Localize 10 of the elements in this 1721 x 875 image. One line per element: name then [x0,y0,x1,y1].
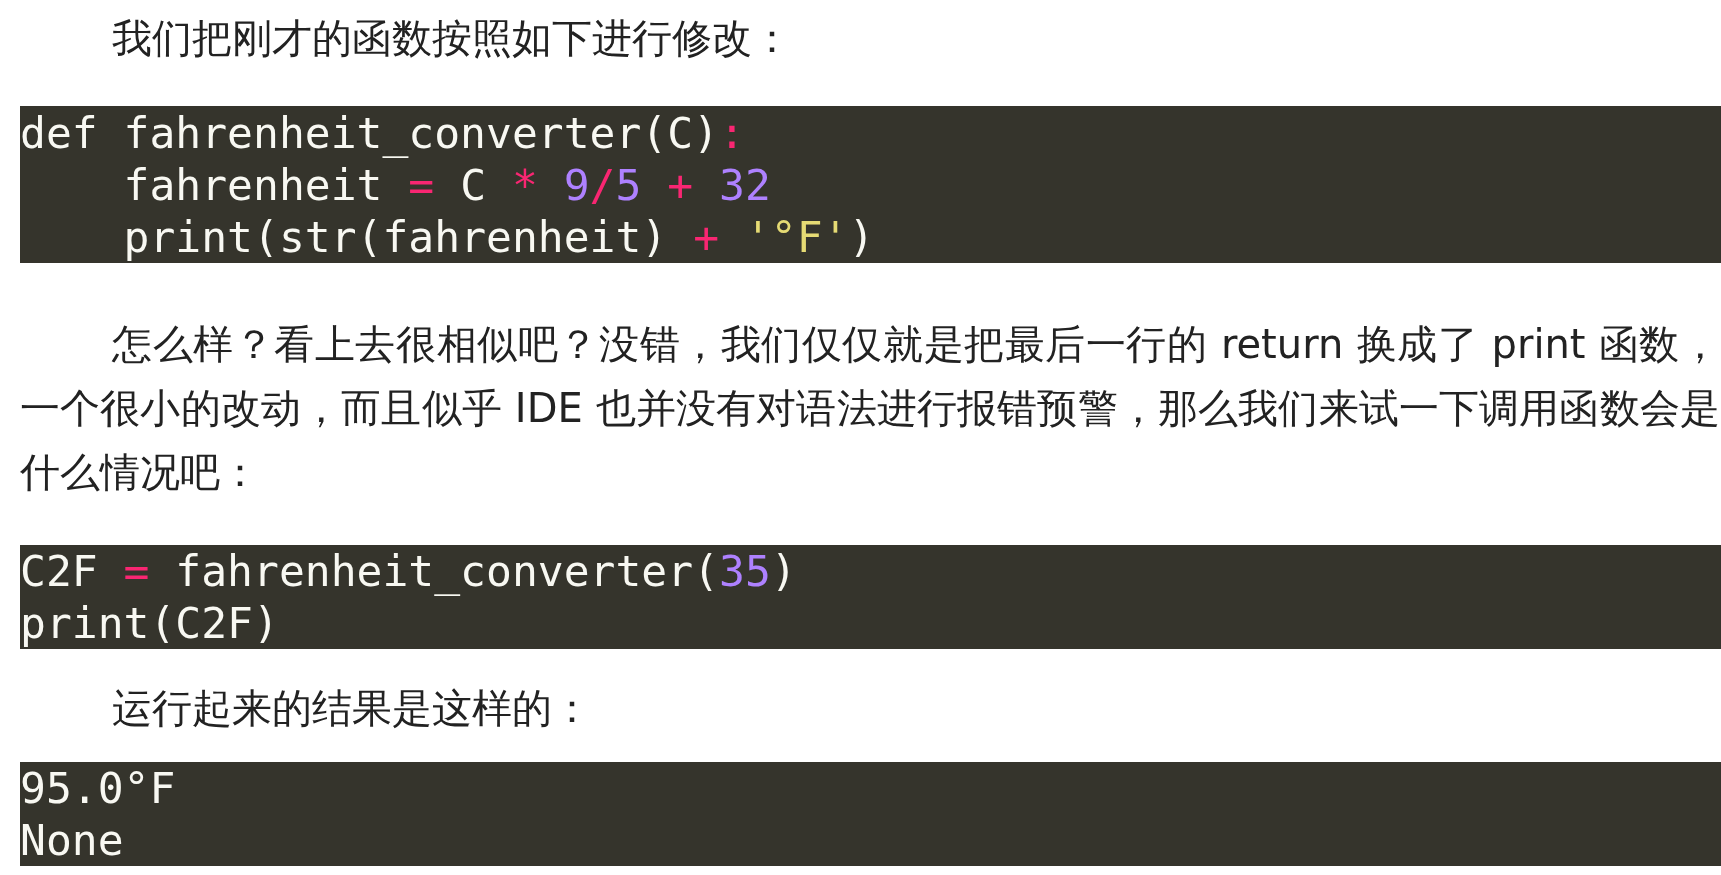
paragraph: 我们把刚才的函数按照如下进行修改： [111,14,793,63]
code-line: 95.0°F [20,762,177,814]
code-line: C2F = fahrenheit_converter(35) [20,545,798,597]
code-line: print(str(fahrenheit) + '°F') [122,210,876,263]
paragraph: 怎么样？看上去很相似吧？没错，我们仅仅就是把最后一行的 return 换成了 print 函数，一个很小的改动，而且似乎 IDE 也并没有对语法进行报错预警，那么我们来试一下调用函数会是什么情况吧： [20,320,1720,497]
code-line: fahrenheit = C * 9/5 + 32 [122,158,772,211]
code-line: None [20,814,125,866]
paragraph: 运行起来的结果是这样的： [111,684,593,733]
code-line: def fahrenheit_converter(C): [20,106,746,159]
code-line: print(C2F) [20,597,280,649]
